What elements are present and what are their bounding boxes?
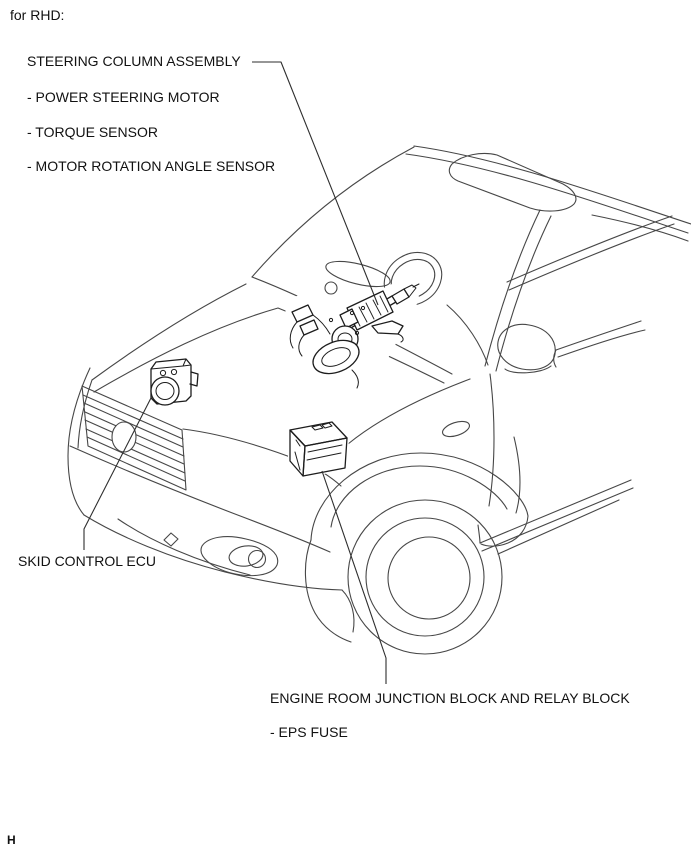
sunroof-outline [448, 152, 577, 212]
grille-slat [83, 402, 184, 448]
bumper-crease [69, 445, 331, 553]
window-top-line [506, 215, 673, 283]
tire-outer [347, 499, 503, 655]
grille-slat [82, 394, 184, 440]
fog-light-bulb [247, 549, 267, 569]
front-corner-edge [77, 379, 93, 449]
beltline [555, 320, 642, 351]
fog-light-outline [200, 536, 279, 577]
callout-junction-block-item: - EPS FUSE [270, 724, 348, 740]
bumper-wheel-side [341, 589, 355, 633]
rocker-line-1 [479, 479, 632, 544]
fog-light-lens [228, 545, 264, 567]
leader-lines [83, 61, 387, 684]
rocker-corner [477, 524, 481, 544]
bumper-lip [117, 518, 251, 576]
callout-steering-column-item: - POWER STEERING MOTOR [27, 89, 220, 105]
variant-label: for RHD: [10, 7, 65, 23]
steering-column-drawing [284, 282, 420, 392]
car-body-drawing [67, 145, 691, 655]
tire-sidewall [365, 517, 485, 637]
callout-steering-column-item: - MOTOR ROTATION ANGLE SENSOR [27, 158, 276, 174]
bumper-clip [163, 532, 179, 547]
wheel-arch-inner [330, 465, 508, 528]
side-mirror-base [504, 365, 552, 374]
door-crease [513, 436, 521, 514]
grille-slat [86, 436, 186, 482]
grille-slat [85, 428, 186, 474]
leader-junction-block [321, 470, 387, 684]
leader-skid-control-ecu [83, 395, 153, 550]
a-pillar-outer [484, 209, 541, 367]
callout-steering-column-item: - TORQUE SENSOR [27, 124, 158, 140]
window-top-line-2 [508, 223, 675, 291]
dash-right-edge [446, 304, 489, 366]
rocker-line-2 [481, 487, 634, 552]
footer-marker: H [7, 833, 16, 847]
fender-badge [441, 420, 471, 438]
grille-outline [81, 385, 187, 491]
wheel-arch [310, 452, 529, 541]
roof-rail-line [405, 153, 689, 234]
front-silhouette [67, 367, 91, 516]
callout-skid-control-ecu-title: SKID CONTROL ECU [18, 553, 156, 569]
leader-steering-column [252, 61, 379, 306]
dash-vent [325, 260, 391, 288]
hood-side-crease [93, 307, 445, 393]
side-mirror [497, 323, 556, 371]
skid-control-ecu-drawing [150, 358, 199, 406]
wheel-rim [387, 536, 471, 620]
junction-block-drawing [288, 420, 349, 478]
bumper-bottom [83, 514, 343, 591]
fender-top-seam [339, 378, 471, 469]
a-pillar-inner [495, 215, 552, 372]
dash-knob [324, 281, 338, 295]
wheel-arch-rear [480, 515, 529, 547]
beltline-2 [557, 329, 646, 358]
callout-junction-block-title: ENGINE ROOM JUNCTION BLOCK AND RELAY BLO… [270, 690, 630, 706]
brand-emblem [111, 421, 137, 453]
callout-steering-column-title: STEERING COLUMN ASSEMBLY [27, 53, 241, 69]
roof-line [413, 145, 691, 225]
rocker-line-3 [497, 499, 620, 555]
hood-left-seam [91, 283, 247, 381]
fender-skirt [304, 539, 352, 643]
windshield-left-edge [251, 146, 415, 278]
door-front-seam [488, 373, 495, 507]
